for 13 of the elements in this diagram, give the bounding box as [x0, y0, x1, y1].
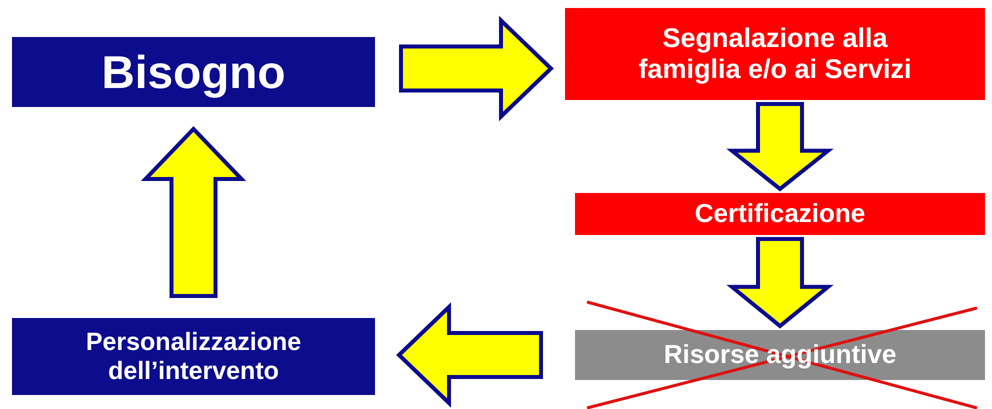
box-label: Personalizzazione dell’intervento — [84, 328, 302, 386]
process-box — [12, 318, 375, 395]
box-label: Certificazione — [694, 199, 866, 229]
process-box — [575, 193, 985, 235]
block-arrow — [399, 16, 554, 122]
block-arrow — [140, 126, 246, 298]
process-box — [12, 37, 375, 107]
block-arrow — [396, 302, 543, 408]
block-arrow — [726, 237, 834, 329]
process-box — [565, 8, 985, 100]
box-label: Bisogno — [102, 46, 286, 98]
block-arrow — [726, 102, 834, 192]
box-label: Segnalazione alla famiglia e/o ai Servizi — [637, 22, 913, 86]
